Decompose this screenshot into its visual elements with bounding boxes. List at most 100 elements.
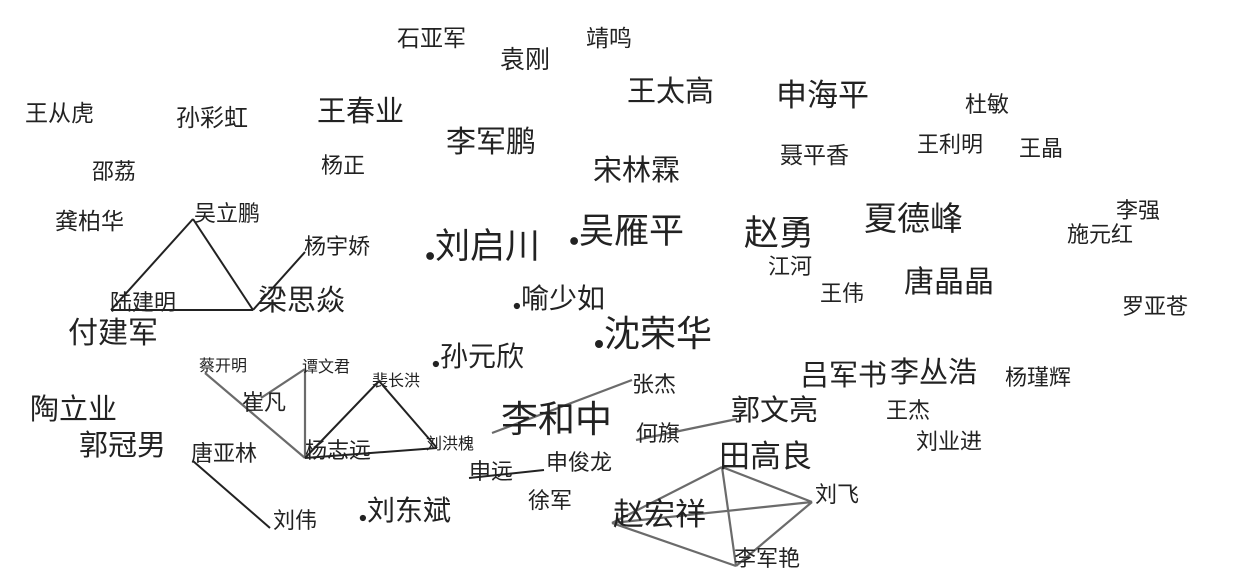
node-label: 吴立鹏: [194, 202, 260, 227]
node-label: 王晶: [1019, 137, 1063, 162]
node-label: 李强: [1116, 199, 1160, 224]
node-taoliye: 陶立业: [30, 392, 117, 426]
node-label: 郭冠男: [79, 428, 166, 462]
node-label: 邵荔: [92, 160, 136, 185]
node-yangzhiyuan: 杨志远: [305, 439, 371, 464]
node-label: 崔凡: [242, 391, 286, 416]
edge-shenyuan-shenjunlong: [468, 469, 545, 479]
node-label: 刘业进: [916, 430, 982, 455]
node-label: 陶立业: [30, 392, 117, 426]
node-label: 张杰: [632, 373, 676, 398]
node-label: 田高良: [719, 439, 812, 475]
node-wangjie: 王杰: [886, 399, 930, 424]
node-label: 刘启川: [435, 227, 540, 267]
node-xiadefeng: 夏德峰: [864, 199, 963, 238]
edge-tangyalin-liuwei: [192, 460, 271, 529]
node-yangzheng: 杨正: [321, 154, 365, 179]
node-label: 梁思焱: [258, 283, 345, 317]
node-label: 唐晶晶: [904, 265, 994, 300]
node-gongbaihua: 龚柏华: [55, 209, 124, 235]
node-shenhaiping: 申海平: [776, 78, 869, 114]
node-dot: [359, 514, 366, 522]
node-label: 刘东斌: [367, 494, 451, 527]
node-label: 靖鸣: [586, 26, 632, 52]
node-liuwei: 刘伟: [273, 509, 317, 534]
node-lijunyan: 李军艳: [734, 547, 800, 572]
node-dumin: 杜敏: [965, 93, 1009, 118]
node-label: 吴雁平: [579, 212, 684, 252]
node-jianghe: 江河: [768, 255, 812, 280]
node-label: 王伟: [820, 282, 864, 307]
node-xujun: 徐军: [528, 489, 572, 514]
node-shenjunlong: 申俊龙: [546, 451, 612, 476]
node-label: 施元红: [1067, 223, 1133, 248]
edge-liufei-lijunyan: [735, 501, 813, 567]
node-label: 赵勇: [744, 214, 814, 254]
node-wuyanping: 吴雁平: [570, 212, 684, 252]
node-label: 刘洪槐: [426, 434, 474, 453]
node-label: 蔡开明: [199, 356, 247, 375]
node-liuhonghuai: 刘洪槐: [426, 434, 474, 453]
node-label: 龚柏华: [55, 209, 124, 235]
node-dot: [426, 252, 434, 260]
edge-liangsiyan-yangyujiao: [252, 251, 306, 311]
node-liufei: 刘飞: [815, 483, 859, 508]
node-lijunpeng: 李军鹏: [446, 125, 536, 160]
edge-hezhi-guowenliang: [635, 417, 738, 442]
node-liangsiyan: 梁思焱: [258, 283, 345, 317]
node-label: 王从虎: [25, 101, 94, 127]
node-label: 赵宏祥: [613, 497, 706, 533]
node-label: 付建军: [68, 316, 158, 351]
node-lujianming: 陆建明: [110, 291, 176, 316]
node-wangconghu: 王从虎: [25, 101, 94, 127]
edge-zhaohongxiang-lijunyan: [611, 521, 737, 568]
node-licongwhao: 李丛浩: [890, 355, 977, 389]
edge-layer: [110, 218, 813, 568]
node-label: 李丛浩: [890, 355, 977, 389]
edge-yangzhiyuan-peichanghong: [304, 380, 380, 459]
node-label: 孙彩虹: [176, 104, 248, 132]
node-label: 谭文君: [302, 357, 350, 376]
node-label: 夏德峰: [864, 199, 963, 238]
node-label: 刘伟: [273, 509, 317, 534]
node-lvjunshu: 吕军书: [800, 358, 887, 392]
node-tanwenjun: 谭文君: [302, 357, 350, 376]
node-wangjing: 王晶: [1019, 137, 1063, 162]
node-label: 王太高: [627, 74, 714, 108]
node-label: 吕军书: [800, 358, 887, 392]
node-dot: [595, 340, 603, 348]
node-label: 聂平香: [780, 143, 849, 169]
node-songlinlin: 宋林霖: [593, 153, 680, 187]
node-zhaohongxiang: 赵宏祥: [613, 497, 706, 533]
node-label: 喻少如: [521, 282, 605, 315]
edge-peichanghong-liuhonghuai: [378, 380, 438, 449]
node-label: 徐军: [528, 489, 572, 514]
node-dot: [570, 237, 578, 245]
node-label: 罗亚苍: [1122, 295, 1188, 320]
node-label: 李军鹏: [446, 125, 536, 160]
node-guoguannan: 郭冠男: [79, 428, 166, 462]
node-label: 杨瑾辉: [1005, 366, 1071, 391]
node-label: 何旗: [636, 422, 680, 447]
node-niepingxiang: 聂平香: [780, 143, 849, 169]
edge-tanwenjun-cuifan: [260, 368, 306, 399]
node-shiyajun: 石亚军: [397, 26, 466, 52]
node-hezhi: 何旗: [636, 422, 680, 447]
node-shaoli: 邵荔: [92, 160, 136, 185]
node-label: 申海平: [776, 78, 869, 114]
node-label: 孙元欣: [440, 340, 524, 373]
edge-zhaohongxiang-liufei: [611, 500, 813, 525]
node-label: 石亚军: [397, 26, 466, 52]
node-tiangaoliang: 田高良: [719, 439, 812, 475]
edge-caikaiming-yangzhiyuan: [204, 372, 306, 459]
node-wangtaigao: 王太高: [627, 74, 714, 108]
node-luoyacang: 罗亚苍: [1122, 295, 1188, 320]
node-label: 唐亚林: [191, 442, 257, 467]
node-peichanghong: 裴长洪: [372, 371, 420, 390]
node-tangjingjing: 唐晶晶: [904, 265, 994, 300]
node-shenyuan: 申远: [469, 460, 513, 485]
node-label: 杨宇娇: [304, 235, 370, 260]
node-jingming: 靖鸣: [586, 26, 632, 52]
node-liudongbin: 刘东斌: [359, 494, 451, 527]
